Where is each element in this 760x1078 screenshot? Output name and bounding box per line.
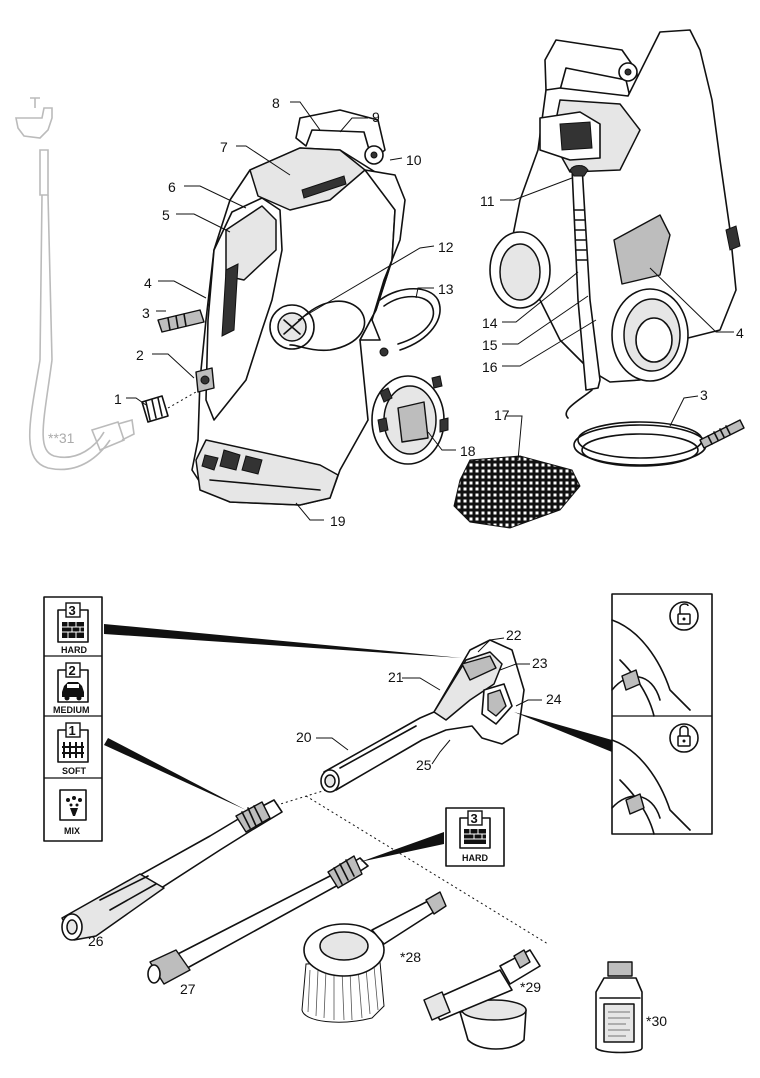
callout-2: 2 xyxy=(136,347,144,363)
top-labels xyxy=(126,101,734,521)
callout-31: **31 xyxy=(48,430,75,446)
mode-medium: 2 MEDIUM xyxy=(53,662,90,715)
callout-26: 26 xyxy=(88,933,104,949)
pressure-washer-front-view xyxy=(141,109,449,506)
callout-21: 21 xyxy=(388,669,404,685)
mode-soft-label: SOFT xyxy=(62,766,87,776)
pointer-gun-to-lock xyxy=(514,712,612,752)
car-icon xyxy=(62,682,84,701)
locked-padlock-icon xyxy=(677,725,691,747)
pointer-hard-to-lance xyxy=(360,832,444,862)
spray-lance-27 xyxy=(147,855,369,985)
callout-1: 1 xyxy=(114,391,122,407)
callout-27: 27 xyxy=(180,981,196,997)
pressure-washer-rear-view xyxy=(489,29,745,467)
pointer-soft-to-lance xyxy=(104,738,246,810)
lance-hard-label: HARD xyxy=(462,853,488,863)
callout-13: 13 xyxy=(438,281,454,297)
callout-9: 9 xyxy=(372,109,380,125)
callout-6: 6 xyxy=(168,179,176,195)
callout-12: 12 xyxy=(438,239,454,255)
lance-hard-number: 3 xyxy=(471,811,478,826)
garden-hose-31 xyxy=(15,97,135,471)
trigger-lock-detail xyxy=(611,593,713,835)
pressure-mode-panel: 3 HARD 2 MEDIUM 1 xyxy=(43,596,103,842)
callout-17: 17 xyxy=(494,407,510,423)
mode-soft: 1 SOFT xyxy=(57,722,89,776)
mode-soft-number: 1 xyxy=(69,723,76,738)
fence-icon xyxy=(62,742,84,758)
callout-23: 23 xyxy=(532,655,548,671)
callout-3b: 3 xyxy=(700,387,708,403)
callout-7: 7 xyxy=(220,139,228,155)
callout-20: 20 xyxy=(296,729,312,745)
brick-wall-icon xyxy=(62,622,84,638)
mode-mix: MIX xyxy=(59,789,87,836)
callout-10: 10 xyxy=(406,152,422,168)
callout-15: 15 xyxy=(482,337,498,353)
callout-28: *28 xyxy=(400,949,421,965)
mode-medium-number: 2 xyxy=(69,663,76,678)
filter-mat-17 xyxy=(453,455,581,529)
mode-hard-number: 3 xyxy=(69,603,76,618)
callout-22: 22 xyxy=(506,627,522,643)
mode-medium-label: MEDIUM xyxy=(53,705,90,715)
detergent-spray-icon xyxy=(66,796,82,816)
mode-hard: 3 HARD xyxy=(57,602,89,655)
detergent-bottle-30 xyxy=(595,961,643,1054)
callout-4: 4 xyxy=(144,275,152,291)
callout-3: 3 xyxy=(142,305,150,321)
lance-mode-hard: 3 HARD xyxy=(445,807,505,867)
callout-5: 5 xyxy=(162,207,170,223)
trigger-gun xyxy=(320,639,525,793)
callout-24: 24 xyxy=(546,691,562,707)
callout-4b: 4 xyxy=(736,325,744,341)
pointer-hard-to-trigger xyxy=(104,624,462,658)
callout-25: 25 xyxy=(416,757,432,773)
callout-14: 14 xyxy=(482,315,498,331)
callout-8: 8 xyxy=(272,95,280,111)
callout-29: *29 xyxy=(520,979,541,995)
foam-nozzle-29 xyxy=(423,949,541,1050)
spray-lance-26 xyxy=(61,799,283,941)
callout-16: 16 xyxy=(482,359,498,375)
callout-18: 18 xyxy=(460,443,476,459)
unlocked-padlock-icon xyxy=(677,603,691,625)
wash-brush-28 xyxy=(301,891,447,1023)
mode-mix-label: MIX xyxy=(64,826,80,836)
mode-hard-label: HARD xyxy=(61,645,87,655)
callout-11: 11 xyxy=(480,193,495,209)
brick-wall-icon xyxy=(464,829,486,844)
callout-19: 19 xyxy=(330,513,346,529)
callout-30: *30 xyxy=(646,1013,667,1029)
